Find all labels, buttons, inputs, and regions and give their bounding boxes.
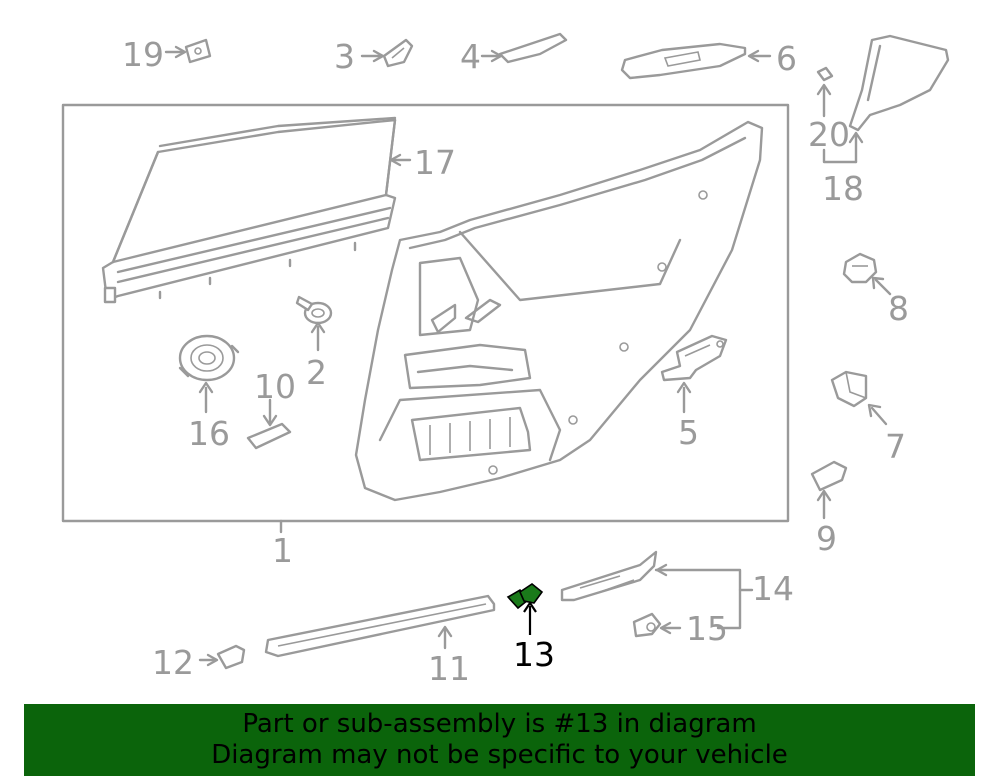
callout-11: 11 (428, 649, 470, 688)
callout-19: 19 (122, 35, 164, 74)
callout-6: 6 (776, 39, 797, 78)
callout-16: 16 (188, 414, 230, 453)
callout-18: 18 (822, 169, 864, 208)
callout-2: 2 (306, 353, 327, 392)
part-20-clip[interactable] (816, 66, 834, 82)
callout-4: 4 (460, 37, 481, 76)
part-17-sunshade[interactable] (101, 116, 397, 304)
part-2-clip[interactable] (295, 295, 333, 325)
info-banner: Part or sub-assembly is #13 in diagram D… (24, 704, 975, 776)
part-12-clip[interactable] (216, 644, 246, 670)
part-10-pad[interactable] (246, 422, 292, 450)
door-trim-panel[interactable] (354, 120, 764, 502)
part-3-clip[interactable] (382, 38, 414, 68)
callout-15: 15 (686, 609, 728, 648)
callout-20: 20 (808, 115, 850, 154)
callout-14: 14 (752, 569, 794, 608)
part-8-clip[interactable] (842, 252, 878, 284)
callout-9: 9 (816, 519, 837, 558)
callout-12: 12 (152, 643, 194, 682)
part-13-highlighted-clip[interactable] (506, 583, 544, 610)
part-14-bracket[interactable] (560, 550, 658, 602)
callout-3: 3 (334, 37, 355, 76)
assembly-frame (61, 103, 790, 523)
part-19-bracket[interactable] (184, 38, 212, 64)
part-9-clip[interactable] (810, 460, 848, 492)
callout-13: 13 (513, 635, 555, 674)
part-4-molding[interactable] (498, 32, 568, 64)
part-7-bracket[interactable] (830, 370, 868, 408)
part-5-handle-bezel[interactable] (660, 334, 728, 382)
part-11-molding[interactable] (264, 594, 496, 658)
callout-17: 17 (414, 143, 456, 182)
callout-7: 7 (885, 427, 906, 466)
callout-5: 5 (678, 413, 699, 452)
part-16-speaker[interactable] (178, 334, 240, 382)
part-6-switch-base[interactable] (620, 42, 747, 80)
callout-10: 10 (254, 367, 296, 406)
part-15-pad[interactable] (632, 612, 662, 638)
banner-line-2: Diagram may not be specific to your vehi… (211, 740, 788, 770)
callout-8: 8 (888, 289, 909, 328)
callout-1: 1 (272, 531, 293, 570)
part-18-garnish[interactable] (848, 34, 950, 132)
banner-line-1: Part or sub-assembly is #13 in diagram (242, 709, 757, 739)
